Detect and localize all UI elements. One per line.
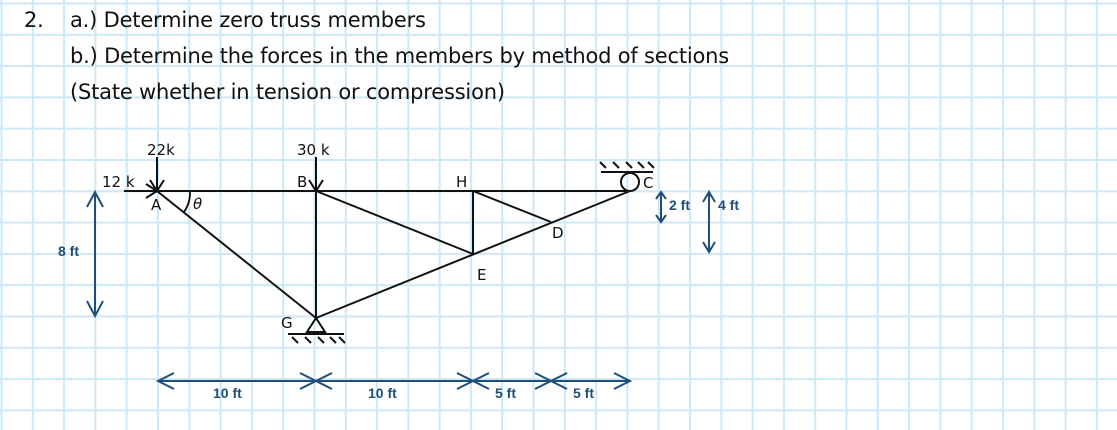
dim-arrow-right-icon xyxy=(613,372,633,390)
dim-2ft-arrow-up-icon xyxy=(655,190,667,200)
dim-tick-H2-icon xyxy=(470,372,490,390)
member-GC-bottom-chord xyxy=(315,190,631,319)
load-22k-label: 22k xyxy=(147,141,175,159)
node-label-A: A xyxy=(151,196,162,214)
node-label-G: G xyxy=(281,314,293,332)
dim-4ft-arrow-up-icon xyxy=(702,190,716,203)
dimension-lines xyxy=(86,189,716,390)
problem-part-a: a.) Determine zero truss members xyxy=(70,8,426,32)
load-12k-label: 12 k xyxy=(102,173,135,191)
dim-4ft-label: 4 ft xyxy=(718,197,739,213)
node-label-B: B xyxy=(297,173,307,191)
node-label-H: H xyxy=(456,173,467,191)
dim-span-HD-label: 5 ft xyxy=(495,385,516,401)
dim-8ft-label: 8 ft xyxy=(58,243,79,259)
dim-2ft-label: 2 ft xyxy=(669,197,690,213)
member-HD xyxy=(472,190,552,223)
load-30k-label: 30 k xyxy=(297,141,330,159)
roller-support-icon xyxy=(599,161,655,192)
dim-arrow-left-icon xyxy=(155,372,175,390)
node-label-D: D xyxy=(552,224,564,242)
dim-4ft-arrow-down-icon xyxy=(702,241,716,254)
problem-number: 2. xyxy=(24,8,44,32)
dim-span-AB-label: 10 ft xyxy=(213,385,242,401)
dim-2ft-arrow-down-icon xyxy=(655,214,667,224)
problem-instruction: (State whether in tension or compression… xyxy=(70,80,505,104)
angle-arc xyxy=(183,190,191,213)
dim-8ft-arrow-down-icon xyxy=(86,300,104,319)
pin-support-icon xyxy=(288,316,346,344)
dim-8ft-arrow-up-icon xyxy=(86,189,104,208)
member-BE xyxy=(315,190,474,255)
node-label-E: E xyxy=(477,266,486,284)
dim-span-BH-label: 10 ft xyxy=(368,385,397,401)
node-label-C: C xyxy=(643,174,653,192)
dim-tick-B2-icon xyxy=(313,372,333,390)
load-22k-arrowhead-icon xyxy=(149,179,165,193)
problem-part-b: b.) Determine the forces in the members … xyxy=(70,44,730,68)
dim-tick-D2-icon xyxy=(548,372,568,390)
load-30k-arrowhead-icon xyxy=(308,179,324,193)
truss-members xyxy=(156,190,631,319)
dim-span-DC-label: 5 ft xyxy=(573,385,594,401)
loads xyxy=(124,157,324,199)
angle-theta-label: θ xyxy=(193,195,202,213)
member-AG xyxy=(156,190,317,319)
